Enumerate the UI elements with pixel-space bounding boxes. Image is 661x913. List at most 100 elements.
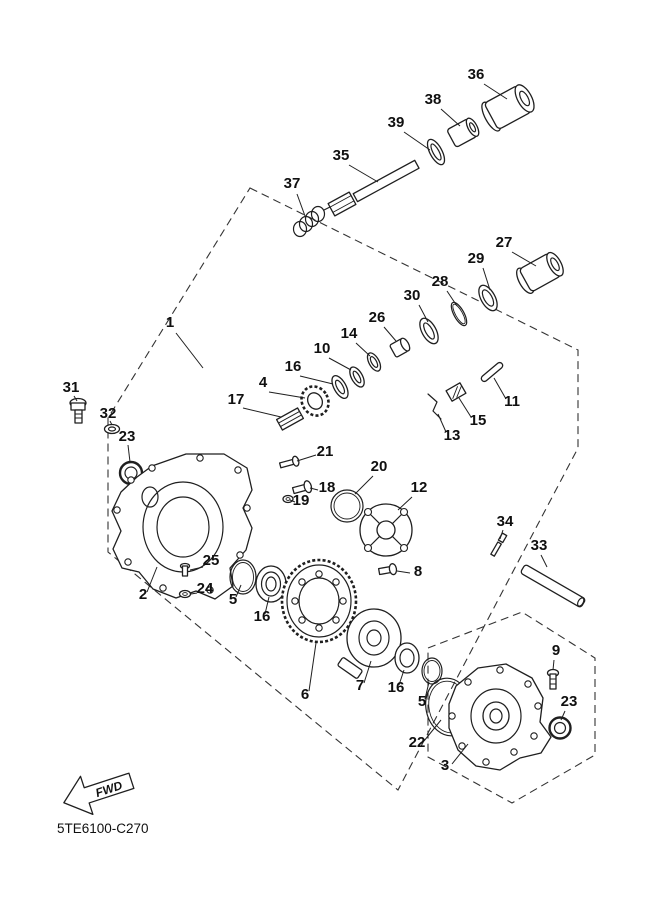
- leader-line-16-34: [264, 596, 270, 615]
- leader-line-25-30: [189, 566, 204, 571]
- part-washer-32-art: [103, 423, 121, 435]
- callout-33-28: 33: [531, 537, 548, 554]
- part-washer-24-art: [178, 589, 192, 599]
- leader-line-2-32: [146, 566, 158, 593]
- callout-29-6: 29: [468, 250, 485, 267]
- leader-line-4-13: [268, 391, 306, 399]
- callout-17-14: 17: [228, 391, 245, 408]
- part-bearing-39-art: [426, 138, 446, 166]
- callout-2-32: 2: [139, 586, 147, 603]
- callout-15-20: 15: [470, 412, 487, 429]
- part-bearing-16b-art: [255, 565, 287, 603]
- leader-line-28-7: [446, 290, 458, 307]
- callout-16-37: 16: [388, 679, 405, 696]
- leader-line-27-5: [511, 251, 537, 267]
- leader-line-1-18: [175, 332, 204, 369]
- leader-line-37-4: [296, 193, 306, 217]
- callout-20-25: 20: [371, 458, 388, 475]
- callout-16-12: 16: [285, 358, 302, 375]
- callout-number-layer: 3638393537272928302614101641731322311115…: [63, 66, 578, 774]
- part-pinion-gear-4-art: [300, 385, 330, 417]
- callout-19-24: 19: [293, 492, 310, 509]
- part-collar-26-art: [389, 337, 411, 358]
- callout-38-1: 38: [425, 91, 442, 108]
- leader-line-6-35: [308, 642, 317, 692]
- callout-14-10: 14: [341, 325, 358, 342]
- leader-line-19-24: [289, 499, 296, 503]
- part-coupling-36-art: [481, 84, 535, 132]
- part-bolt-31-art: [69, 397, 87, 424]
- part-shaft-33-art: [520, 564, 586, 608]
- callout-30-8: 30: [404, 287, 421, 304]
- callout-24-31: 24: [197, 580, 214, 597]
- leader-line-35-3: [348, 164, 379, 183]
- leader-line-8-29: [396, 570, 411, 574]
- leader-line-22-41: [423, 719, 442, 742]
- part-bolt-18-art: [291, 480, 313, 495]
- part-diff-case-7-art: [337, 608, 402, 679]
- leader-line-18-23: [309, 487, 319, 491]
- callout-9-39: 9: [552, 642, 560, 659]
- leader-line-31-15: [73, 395, 78, 402]
- callout-6-35: 6: [301, 686, 309, 703]
- part-oring-20-art: [330, 489, 364, 523]
- callout-5-33: 5: [229, 591, 237, 608]
- part-bolt-8-art: [377, 563, 398, 576]
- callout-16-34: 16: [254, 608, 271, 625]
- leader-line-5-38: [424, 681, 430, 700]
- part-cover-3-art: [448, 663, 552, 771]
- main-assembly-boundary: [107, 187, 579, 791]
- callout-10-11: 10: [314, 340, 331, 357]
- callout-34-27: 34: [497, 513, 514, 530]
- callout-5-38: 5: [418, 693, 426, 710]
- callout-37-4: 37: [284, 175, 301, 192]
- leader-line-23-17: [127, 444, 131, 463]
- leader-line-33-28: [540, 554, 548, 568]
- part-clip-13-art: [427, 393, 442, 420]
- leader-line-5-33: [235, 584, 242, 598]
- callout-27-5: 27: [496, 234, 513, 251]
- part-ring-gear-6-art: [280, 558, 358, 644]
- callout-1-18: 1: [166, 314, 174, 331]
- callout-23-17: 23: [119, 428, 136, 445]
- leader-line-17-14: [242, 407, 282, 418]
- callout-12-26: 12: [411, 479, 428, 496]
- leader-line-16-37: [398, 669, 405, 686]
- part-bearing-16a-art: [331, 375, 349, 399]
- part-spacer-15-art: [445, 382, 467, 402]
- leader-line-21-22: [296, 454, 317, 462]
- callout-36-0: 36: [468, 66, 485, 83]
- callout-21-22: 21: [317, 443, 334, 460]
- part-coupling-27-art: [516, 251, 564, 294]
- leader-line-30-8: [418, 304, 429, 323]
- leader-line-12-26: [397, 496, 413, 511]
- callout-3-42: 3: [441, 757, 449, 774]
- leader-line-15-20: [458, 397, 472, 418]
- callout-22-41: 22: [409, 734, 426, 751]
- leader-line-26-9: [383, 326, 397, 342]
- leader-line-36-0: [483, 83, 508, 100]
- leader-line-29-6: [482, 267, 491, 291]
- leader-line-layer: [73, 83, 566, 765]
- callout-32-16: 32: [100, 405, 117, 422]
- leader-line-10-11: [328, 357, 352, 371]
- part-shim-14-art: [366, 352, 382, 372]
- leader-line-32-16: [109, 420, 113, 426]
- part-pin-34-art: [490, 532, 508, 557]
- leader-line-38-1: [440, 108, 461, 127]
- leader-line-9-39: [552, 659, 555, 671]
- callout-18-23: 18: [319, 479, 336, 496]
- part-circlip-5a-art: [229, 559, 257, 595]
- leader-line-14-10: [355, 342, 371, 357]
- part-spring-37-art: [292, 205, 333, 238]
- callout-7-36: 7: [356, 677, 364, 694]
- leader-line-34-27: [499, 529, 504, 540]
- callout-4-13: 4: [259, 374, 268, 391]
- part-bearing-16c-art: [394, 642, 420, 674]
- callout-39-2: 39: [388, 114, 405, 131]
- leader-line-23-40: [560, 710, 566, 721]
- callout-13-21: 13: [444, 427, 461, 444]
- fwd-arrow: FWD: [63, 772, 135, 815]
- leader-line-11-19: [493, 377, 507, 400]
- part-pinion-shaft-17-art: [275, 407, 305, 431]
